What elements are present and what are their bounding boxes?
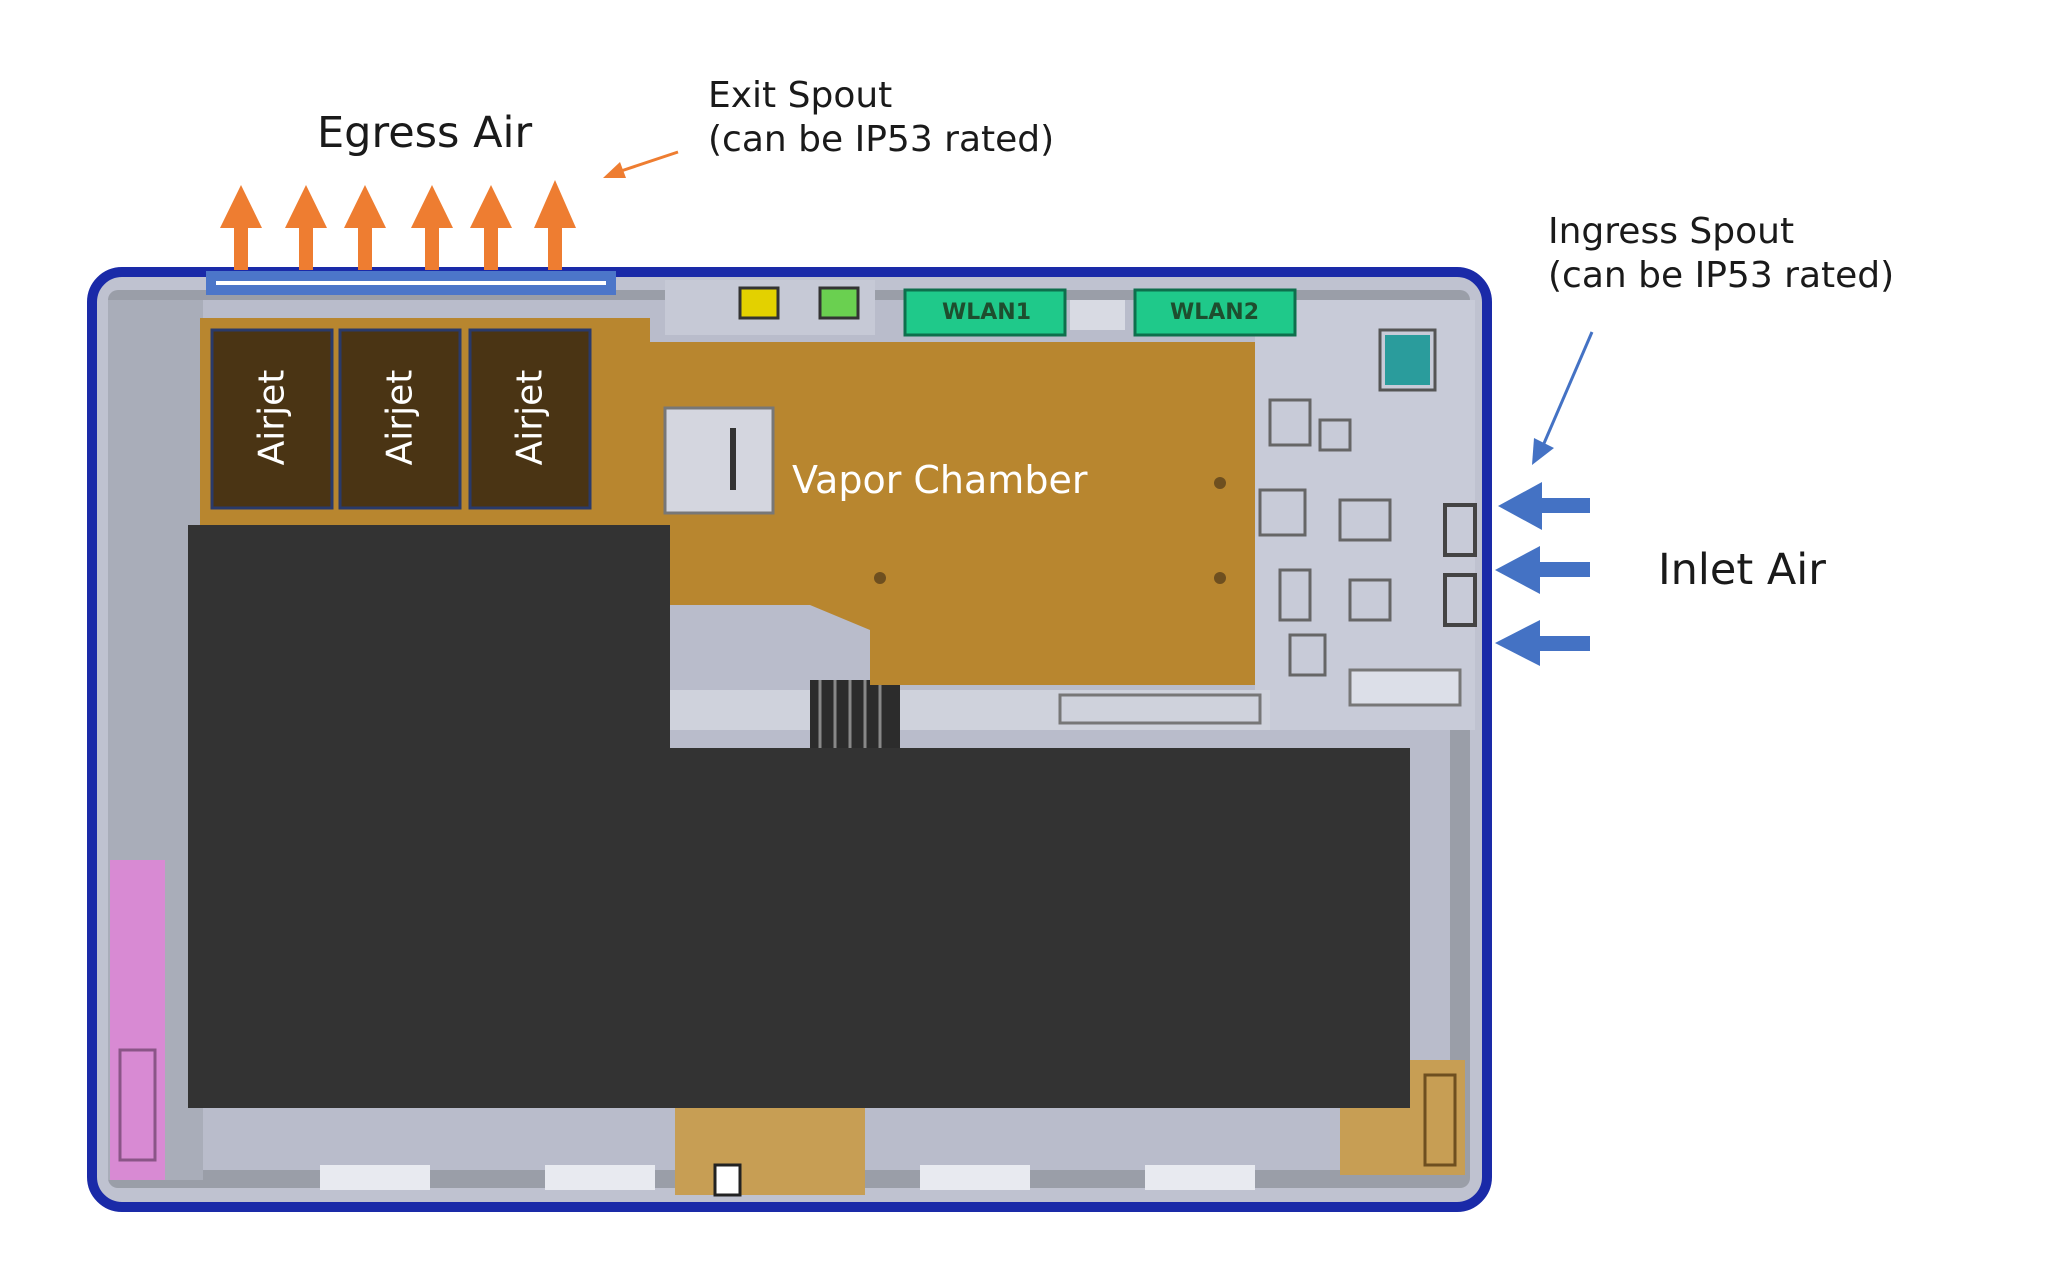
up-arrow-icon (470, 185, 512, 270)
redacted-block-1 (188, 525, 670, 750)
ingress-spout-label-line1: Ingress Spout (1548, 211, 1795, 252)
screw-hole (1214, 477, 1226, 489)
exit-spout-pointer-icon (603, 150, 679, 178)
wlan-1-label: WLAN1 (942, 300, 1032, 325)
up-arrow-icon (411, 185, 453, 270)
ingress-spout-label-line2: (can be IP53 rated) (1548, 255, 1895, 296)
wlan-chip-2 (1133, 288, 1297, 337)
inlet-arrows (1495, 482, 1590, 666)
inlet-air-label: Inlet Air (1658, 545, 1826, 595)
exit-spout-label-line2: (can be IP53 rated) (708, 119, 1055, 160)
egress-arrows (220, 180, 576, 270)
up-arrow-icon (534, 180, 576, 270)
airjet-module-1 (210, 328, 334, 510)
left-arrow-icon (1495, 546, 1590, 594)
ingress-spout-pointer-icon (1532, 331, 1594, 465)
egress-air-label: Egress Air (317, 108, 533, 158)
up-arrow-icon (220, 185, 262, 270)
up-arrow-icon (344, 185, 386, 270)
circuit-board-components (108, 280, 1477, 1197)
exit-spout-label-line1: Exit Spout (708, 75, 893, 116)
left-arrow-icon (1498, 482, 1590, 530)
airjet-module-2 (338, 328, 462, 510)
left-arrow-icon (1495, 620, 1590, 666)
up-arrow-icon (285, 185, 327, 270)
airjet-module-3 (468, 328, 592, 510)
airjet-label-3: Airjet (509, 369, 551, 466)
redacted-block-2 (188, 748, 1410, 1108)
screw-hole (1214, 572, 1226, 584)
wlan-chip-1 (903, 288, 1067, 337)
vapor-chamber-pad (663, 406, 775, 515)
screw-hole (874, 572, 886, 584)
vapor-chamber-label: Vapor Chamber (792, 458, 1088, 502)
wlan-2-label: WLAN2 (1170, 300, 1260, 325)
airjet-label-2: Airjet (379, 369, 421, 466)
airjet-label-1: Airjet (251, 369, 293, 466)
